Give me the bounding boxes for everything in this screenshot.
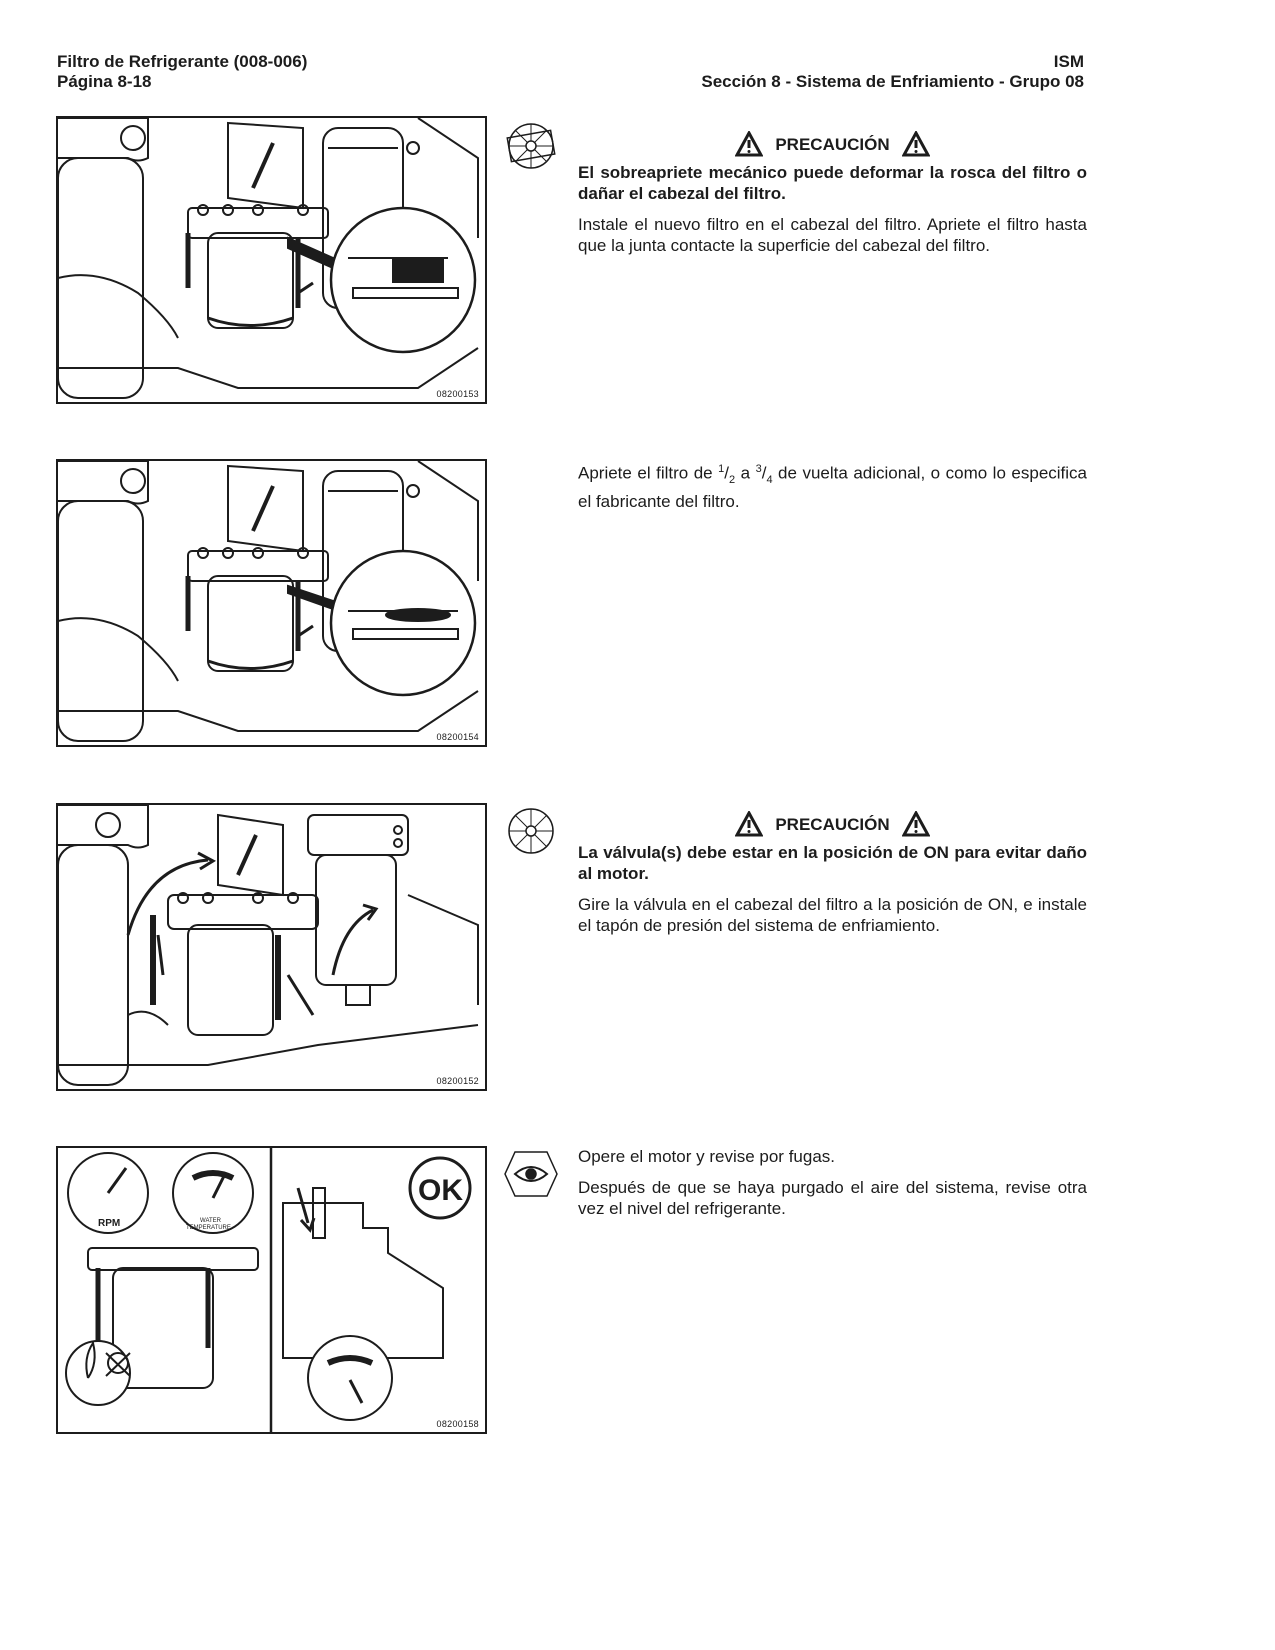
wrench-tools-icon <box>503 805 559 857</box>
wrench-tools-icon <box>503 120 559 172</box>
instruction-text: Gire la válvula en el cabezal del filtro… <box>578 895 1087 935</box>
eye-inspect-icon <box>503 1148 559 1200</box>
figure-leak-check: RPM WATER TEMPERATURE OK 08200158 <box>56 1146 487 1434</box>
step1-text: PRECAUCIÓN El sobreapriete mecánico pued… <box>578 130 1087 266</box>
figure-valve-on: 08200152 <box>56 803 487 1091</box>
page-number: Página 8-18 <box>57 72 152 91</box>
figure-id: 08200152 <box>435 1076 480 1086</box>
page-header-left: Filtro de Refrigerante (008-006) Página … <box>57 52 307 92</box>
instruction-text: Después de que se haya purgado el aire d… <box>578 1178 1087 1218</box>
warning-triangle-icon <box>735 811 764 837</box>
step4-text: Opere el motor y revise por fugas. Despu… <box>578 1146 1087 1229</box>
step2-text: Apriete el filtro de 1/2 a 3/4 de vuelta… <box>578 459 1087 522</box>
figure-filter-tighten: 08200154 <box>56 459 487 747</box>
caution-text: El sobreapriete mecánico puede deformar … <box>578 163 1087 203</box>
page-header-right: ISM Sección 8 - Sistema de Enfriamiento … <box>701 52 1084 92</box>
caution-heading: PRECAUCIÓN <box>578 810 1087 838</box>
warning-triangle-icon <box>735 131 764 157</box>
warning-triangle-icon <box>901 811 930 837</box>
section-title: Filtro de Refrigerante (008-006) <box>57 52 308 71</box>
step3-text: PRECAUCIÓN La válvula(s) debe estar en l… <box>578 810 1087 946</box>
figure-filter-install: 08200153 <box>56 116 487 404</box>
caution-heading: PRECAUCIÓN <box>578 130 1087 158</box>
figure-id: 08200158 <box>435 1419 480 1429</box>
instruction-text: Opere el motor y revise por fugas. <box>578 1147 836 1166</box>
engine-model: ISM <box>1053 52 1084 71</box>
caution-label: PRECAUCIÓN <box>775 814 890 834</box>
section-group: Sección 8 - Sistema de Enfriamiento - Gr… <box>701 72 1084 91</box>
caution-label: PRECAUCIÓN <box>775 134 890 154</box>
figure-id: 08200153 <box>435 389 480 399</box>
figure-id: 08200154 <box>435 732 480 742</box>
gauge-temp-label-2: TEMPERATURE <box>186 1225 231 1231</box>
caution-text: La válvula(s) debe estar en la posición … <box>578 843 1087 883</box>
gauge-rpm-label: RPM <box>98 1218 120 1229</box>
warning-triangle-icon <box>901 131 930 157</box>
ok-label: OK <box>418 1174 463 1207</box>
gauge-temp-label-1: WATER <box>200 1218 222 1224</box>
instruction-text: Instale el nuevo filtro en el cabezal de… <box>578 215 1087 255</box>
instruction-text: Apriete el filtro de 1/2 a 3/4 de vuelta… <box>578 463 1088 512</box>
